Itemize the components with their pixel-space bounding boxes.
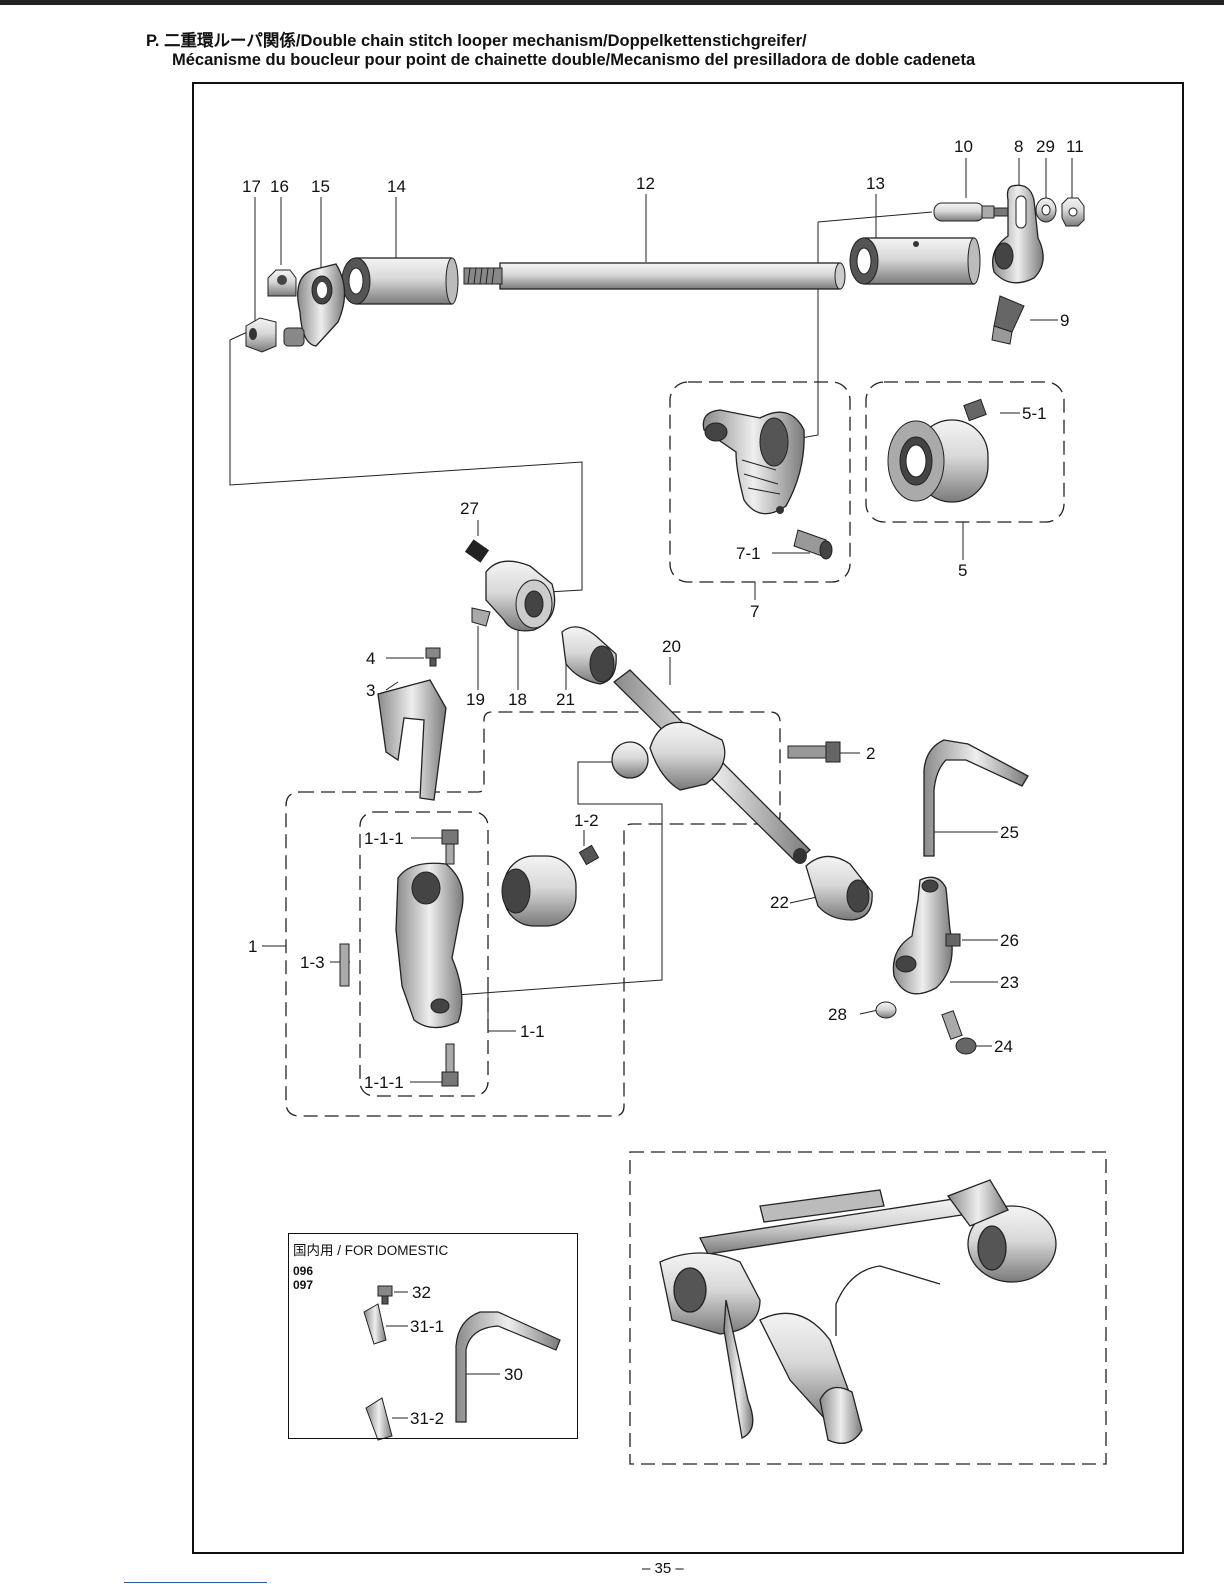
- part-1-3-pin: [339, 943, 350, 987]
- label-31-1: 31-1: [410, 1317, 444, 1336]
- label-1-3: 1-3: [300, 953, 325, 972]
- label-17: 17: [242, 177, 261, 196]
- label-2: 2: [866, 744, 875, 763]
- domestic-codes: 096 097: [293, 1264, 313, 1292]
- label-30: 30: [504, 1365, 523, 1384]
- part-25-looper: [923, 739, 1029, 857]
- part-17-cap: [245, 317, 277, 353]
- part-20-rod: [613, 669, 811, 864]
- label-22: 22: [770, 893, 789, 912]
- part-8-crank: [991, 184, 1044, 284]
- part-11-nut: [1061, 197, 1085, 227]
- label-31-2: 31-2: [410, 1409, 444, 1428]
- label-26: 26: [1000, 931, 1019, 950]
- label-27: 27: [460, 499, 479, 518]
- assembled-view-outline: [629, 1151, 1107, 1465]
- part-7-crank: [702, 409, 805, 515]
- label-16: 16: [270, 177, 289, 196]
- label-23: 23: [1000, 973, 1019, 992]
- label-28: 28: [828, 1005, 847, 1024]
- group-7-outline: [669, 381, 851, 583]
- group-1-outline: [285, 711, 781, 1117]
- label-15: 15: [311, 177, 330, 196]
- label-3: 3: [366, 681, 375, 700]
- part-27-setscrew: [464, 539, 490, 563]
- label-29: 29: [1036, 137, 1055, 156]
- group-1-collar: [501, 855, 577, 927]
- label-10: 10: [954, 137, 973, 156]
- label-13: 13: [866, 174, 885, 193]
- part-31-2-plate: [365, 1397, 393, 1441]
- label-7: 7: [750, 602, 759, 621]
- label-24: 24: [994, 1037, 1013, 1056]
- part-13-bushing: [849, 237, 981, 285]
- part-32-screw: [377, 1285, 393, 1305]
- part-1-1-arm: [395, 862, 464, 1029]
- label-1: 1: [248, 937, 257, 956]
- label-18: 18: [508, 690, 527, 709]
- part-23-holder: [892, 876, 953, 995]
- part-12-shaft: [463, 262, 846, 290]
- domestic-title: 国内用 / FOR DOMESTIC: [293, 1243, 449, 1258]
- part-1-1-1-top-screw: [441, 829, 459, 865]
- part-5-collar: [887, 419, 989, 503]
- top-rule: [0, 0, 1224, 5]
- part-1-2-setscrew: [578, 844, 600, 866]
- part-3-plate: [377, 679, 447, 801]
- label-32: 32: [412, 1283, 431, 1302]
- part-9-screw: [991, 295, 1025, 345]
- label-5-1: 5-1: [1022, 404, 1047, 423]
- label-11: 11: [1066, 137, 1084, 156]
- label-20: 20: [662, 637, 681, 656]
- title-line-2: Mécanisme du boucleur pour point de chai…: [172, 51, 976, 69]
- label-5: 5: [958, 561, 967, 580]
- label-7-1: 7-1: [736, 544, 761, 563]
- label-4: 4: [366, 649, 375, 668]
- label-1-1: 1-1: [520, 1022, 545, 1041]
- ball-joint: [611, 741, 649, 779]
- part-5-1-setscrew: [963, 398, 987, 422]
- group-5-outline: [865, 381, 1065, 523]
- label-9: 9: [1060, 311, 1069, 330]
- assembled-view: [659, 1179, 1057, 1444]
- part-2-screw: [787, 741, 841, 763]
- label-25: 25: [1000, 823, 1019, 842]
- part-26-setscrew: [945, 933, 961, 947]
- part-29-washer: [1035, 197, 1057, 223]
- diagram-frame: [192, 82, 1184, 1554]
- part-14-bushing: [341, 257, 459, 305]
- part-15-crank: [283, 263, 346, 347]
- part-21-collar: [561, 626, 617, 685]
- part-4-screw: [425, 647, 441, 667]
- part-10-stud: [933, 202, 1009, 222]
- label-1-2: 1-2: [574, 811, 599, 830]
- group-1-1-outline: [359, 811, 489, 1097]
- part-24-screw: [941, 1010, 977, 1055]
- part-7-1-screw: [793, 529, 833, 560]
- label-21: 21: [556, 690, 575, 709]
- label-12: 12: [636, 174, 655, 193]
- part-22-collar: [805, 855, 873, 921]
- label-1-1-1-bottom: 1-1-1: [364, 1073, 404, 1092]
- part-18-hub: [485, 560, 556, 632]
- part-1-1-1-bottom-screw: [441, 1043, 459, 1087]
- part-30-looper: [455, 1311, 561, 1423]
- footer-rule: [124, 1582, 267, 1583]
- part-labels: 17 16 15 14 12 13 10 8 29 11 9 5-1 5 7-1…: [242, 137, 1084, 1428]
- domestic-parts-box: 国内用 / FOR DOMESTIC 096 097: [288, 1233, 578, 1439]
- page-title: P. 二重環ルーパ関係/Double chain stitch looper m…: [146, 32, 1206, 70]
- label-19: 19: [466, 690, 485, 709]
- part-19-screw: [471, 607, 491, 627]
- domestic-code-097: 097: [293, 1278, 314, 1292]
- title-line-1: P. 二重環ルーパ関係/Double chain stitch looper m…: [146, 32, 807, 50]
- part-28-collar: [875, 1001, 897, 1019]
- label-1-1-1-top: 1-1-1: [364, 829, 404, 848]
- label-8: 8: [1014, 137, 1023, 156]
- page-number: – 35 –: [642, 1560, 684, 1577]
- label-14: 14: [387, 177, 406, 196]
- part-16-nut: [267, 269, 297, 297]
- domestic-code-096: 096: [293, 1264, 314, 1278]
